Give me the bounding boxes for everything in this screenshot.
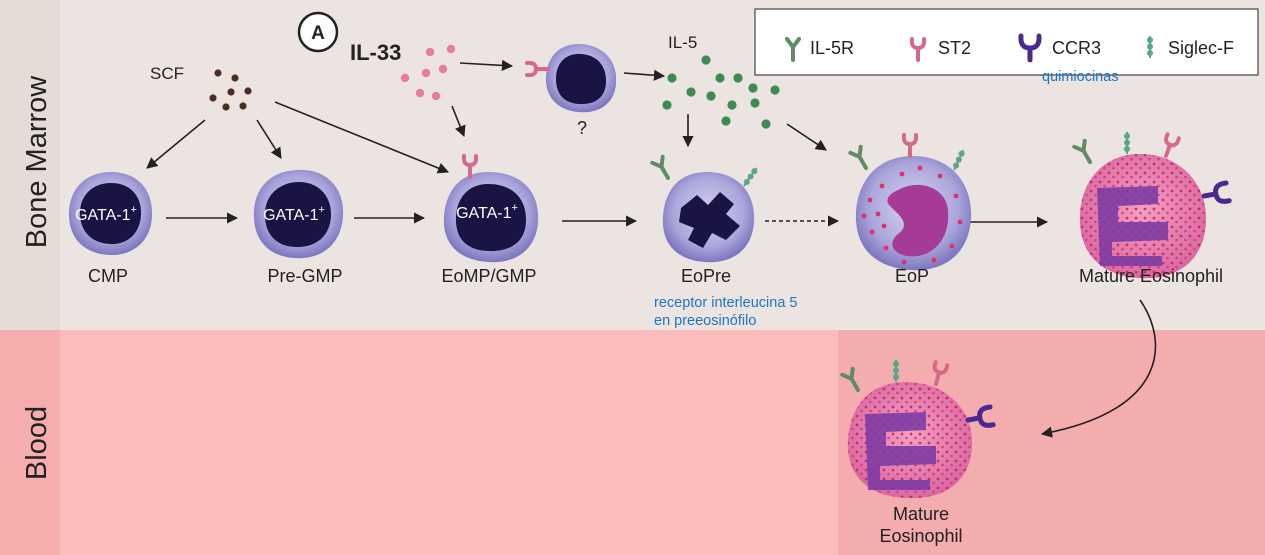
- pregmp-label: Pre-GMP: [267, 266, 342, 286]
- cmp-gata-plus: +: [130, 204, 136, 216]
- eopre-annotation-line2: en preeosinófilo: [654, 313, 756, 329]
- legend-il5r-label: IL-5R: [810, 38, 854, 58]
- il5-label: IL-5: [668, 33, 697, 52]
- il33-label: IL-33: [350, 40, 401, 65]
- eop-label: EoP: [895, 266, 929, 286]
- cmp-label: CMP: [88, 266, 128, 286]
- panel-badge-letter: A: [311, 23, 325, 44]
- svg-text:GATA-1+: GATA-1+: [263, 204, 325, 224]
- unknown-st2-cell: [525, 43, 617, 113]
- eopre-annotation-line1: receptor interleucina 5: [654, 295, 797, 311]
- pregmp-gata-label: GATA-1: [263, 207, 319, 224]
- eopre-cell: [650, 154, 761, 263]
- eomp-cell: GATA-1+: [443, 154, 539, 263]
- mature-eosinophil-bone-marrow-label: Mature Eosinophil: [1079, 266, 1223, 286]
- legend-siglecf-label: Siglec-F: [1168, 38, 1234, 58]
- scf-label: SCF: [150, 64, 184, 83]
- eomp-gata-plus: +: [511, 202, 517, 214]
- scf-dots: [209, 69, 252, 111]
- svg-text:GATA-1+: GATA-1+: [75, 204, 137, 224]
- pregmp-cell: GATA-1+: [253, 169, 344, 259]
- il33-dots: [400, 44, 456, 101]
- pathway-arrows: [146, 59, 1157, 438]
- chemokines-annotation: quimiocinas: [1042, 69, 1119, 85]
- panel-badge: [297, 11, 339, 53]
- cmp-cell: GATA-1+: [68, 172, 153, 256]
- mature-eosinophil-blood-label-line1: Mature: [893, 504, 949, 524]
- eomp-label: EoMP/GMP: [441, 266, 536, 286]
- eop-cell: [848, 133, 972, 271]
- cmp-gata-label: GATA-1: [75, 207, 131, 224]
- pregmp-gata-plus: +: [318, 204, 324, 216]
- mature-eosinophil-blood: [840, 359, 993, 499]
- bone-marrow-label-strip: [0, 0, 60, 330]
- eomp-gata-label: GATA-1: [456, 205, 512, 222]
- blood-label-strip: [0, 330, 60, 555]
- il5-dots: [662, 55, 780, 129]
- mature-eosinophil-blood-label-line2: Eosinophil: [879, 526, 962, 546]
- svg-text:GATA-1+: GATA-1+: [456, 202, 518, 222]
- legend-st2-label: ST2: [938, 38, 971, 58]
- blood-label: Blood: [21, 406, 53, 480]
- legend: IL-5R ST2 CCR3 Siglec-F: [754, 8, 1259, 76]
- bone-marrow-label: Bone Marrow: [21, 75, 53, 249]
- mature-eosinophil-bone-marrow: [1072, 131, 1229, 279]
- eopre-label: EoPre: [681, 266, 731, 286]
- unknown-cell-question: ?: [577, 118, 587, 138]
- legend-ccr3-label: CCR3: [1052, 38, 1101, 58]
